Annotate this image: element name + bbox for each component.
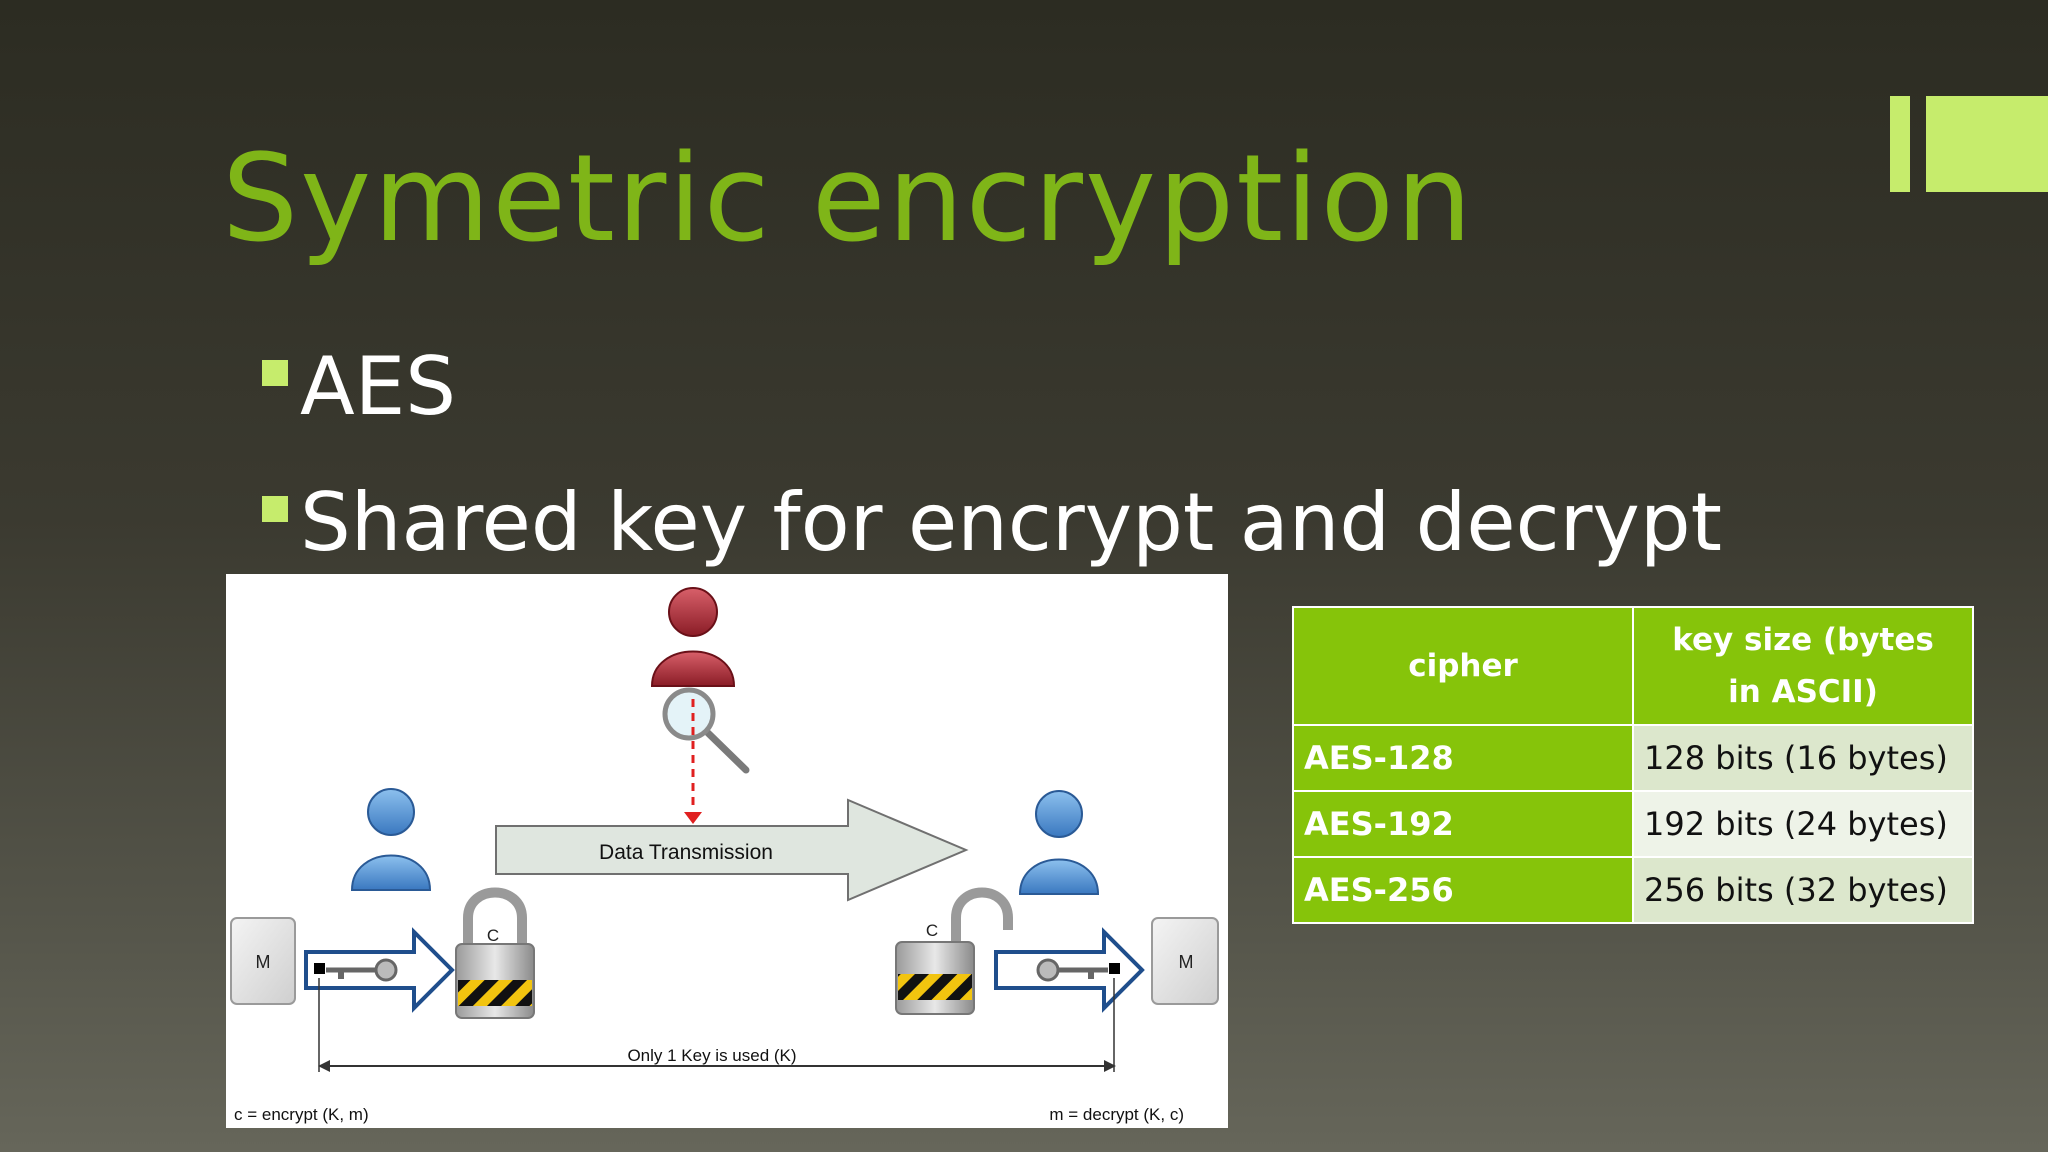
encrypt-formula: c = encrypt (K, m): [234, 1105, 369, 1124]
cipher-cell: AES-192: [1292, 790, 1634, 858]
key-size-cell: 192 bits (24 bytes): [1632, 790, 1974, 858]
interception-arrow: [684, 699, 702, 824]
bullet-square-icon: [262, 359, 288, 386]
aes-key-size-table: cipher key size (bytes in ASCII) AES-128…: [1292, 606, 1974, 924]
table-row: AES-128 128 bits (16 bytes): [1292, 724, 1974, 792]
decorative-bar-thin: [1890, 96, 1910, 192]
sender-user-icon: [350, 788, 432, 891]
bullet-text: Shared key for encrypt and decrypt: [300, 476, 1722, 569]
locked-padlock-icon: C: [455, 887, 535, 1019]
message-left-label: M: [256, 952, 271, 972]
message-bag-right-icon: M: [1151, 917, 1219, 1005]
key-note: Only 1 Key is used (K): [627, 1046, 796, 1065]
magnifier-icon: [662, 687, 750, 774]
table-row: AES-256 256 bits (32 bytes): [1292, 856, 1974, 924]
cipher-cell: AES-128: [1292, 724, 1634, 792]
slide-title: Symetric encryption: [222, 130, 1475, 269]
receiver-user-icon: [1018, 790, 1100, 895]
data-transmission-arrow: Data Transmission: [495, 798, 969, 902]
decrypt-formula: m = decrypt (K, c): [1049, 1105, 1184, 1124]
cipher-cell: AES-256: [1292, 856, 1634, 924]
header-key-size: key size (bytes in ASCII): [1632, 606, 1974, 726]
encrypt-arrow-icon: [304, 927, 455, 1013]
key-size-cell: 128 bits (16 bytes): [1632, 724, 1974, 792]
key-icon: [1036, 958, 1108, 982]
bullet-square-icon: [262, 495, 288, 522]
table-header-row: cipher key size (bytes in ASCII): [1292, 606, 1974, 726]
bullet-text: AES: [300, 340, 457, 433]
message-bag-left-icon: M: [230, 917, 296, 1005]
shared-key-span: Only 1 Key is used (K): [318, 978, 1116, 1072]
table-row: AES-192 192 bits (24 bytes): [1292, 790, 1974, 858]
eavesdropper-user-icon: [650, 587, 736, 687]
bullet-item: Shared key for encrypt and decrypt: [262, 476, 1722, 569]
header-cipher: cipher: [1292, 606, 1634, 726]
transmission-label: Data Transmission: [599, 841, 773, 864]
message-right-label: M: [1179, 952, 1194, 972]
cipher-right-label: C: [926, 921, 938, 940]
bullet-item: AES: [262, 340, 456, 433]
decrypt-arrow-icon: [994, 927, 1145, 1013]
cipher-left-label: C: [487, 926, 499, 945]
key-icon: [326, 958, 398, 982]
key-size-cell: 256 bits (32 bytes): [1632, 856, 1974, 924]
unlocked-padlock-icon: C: [895, 887, 1013, 1015]
decorative-bar-wide: [1926, 96, 2048, 192]
encryption-diagram: Data Transmission M M: [226, 574, 1228, 1128]
